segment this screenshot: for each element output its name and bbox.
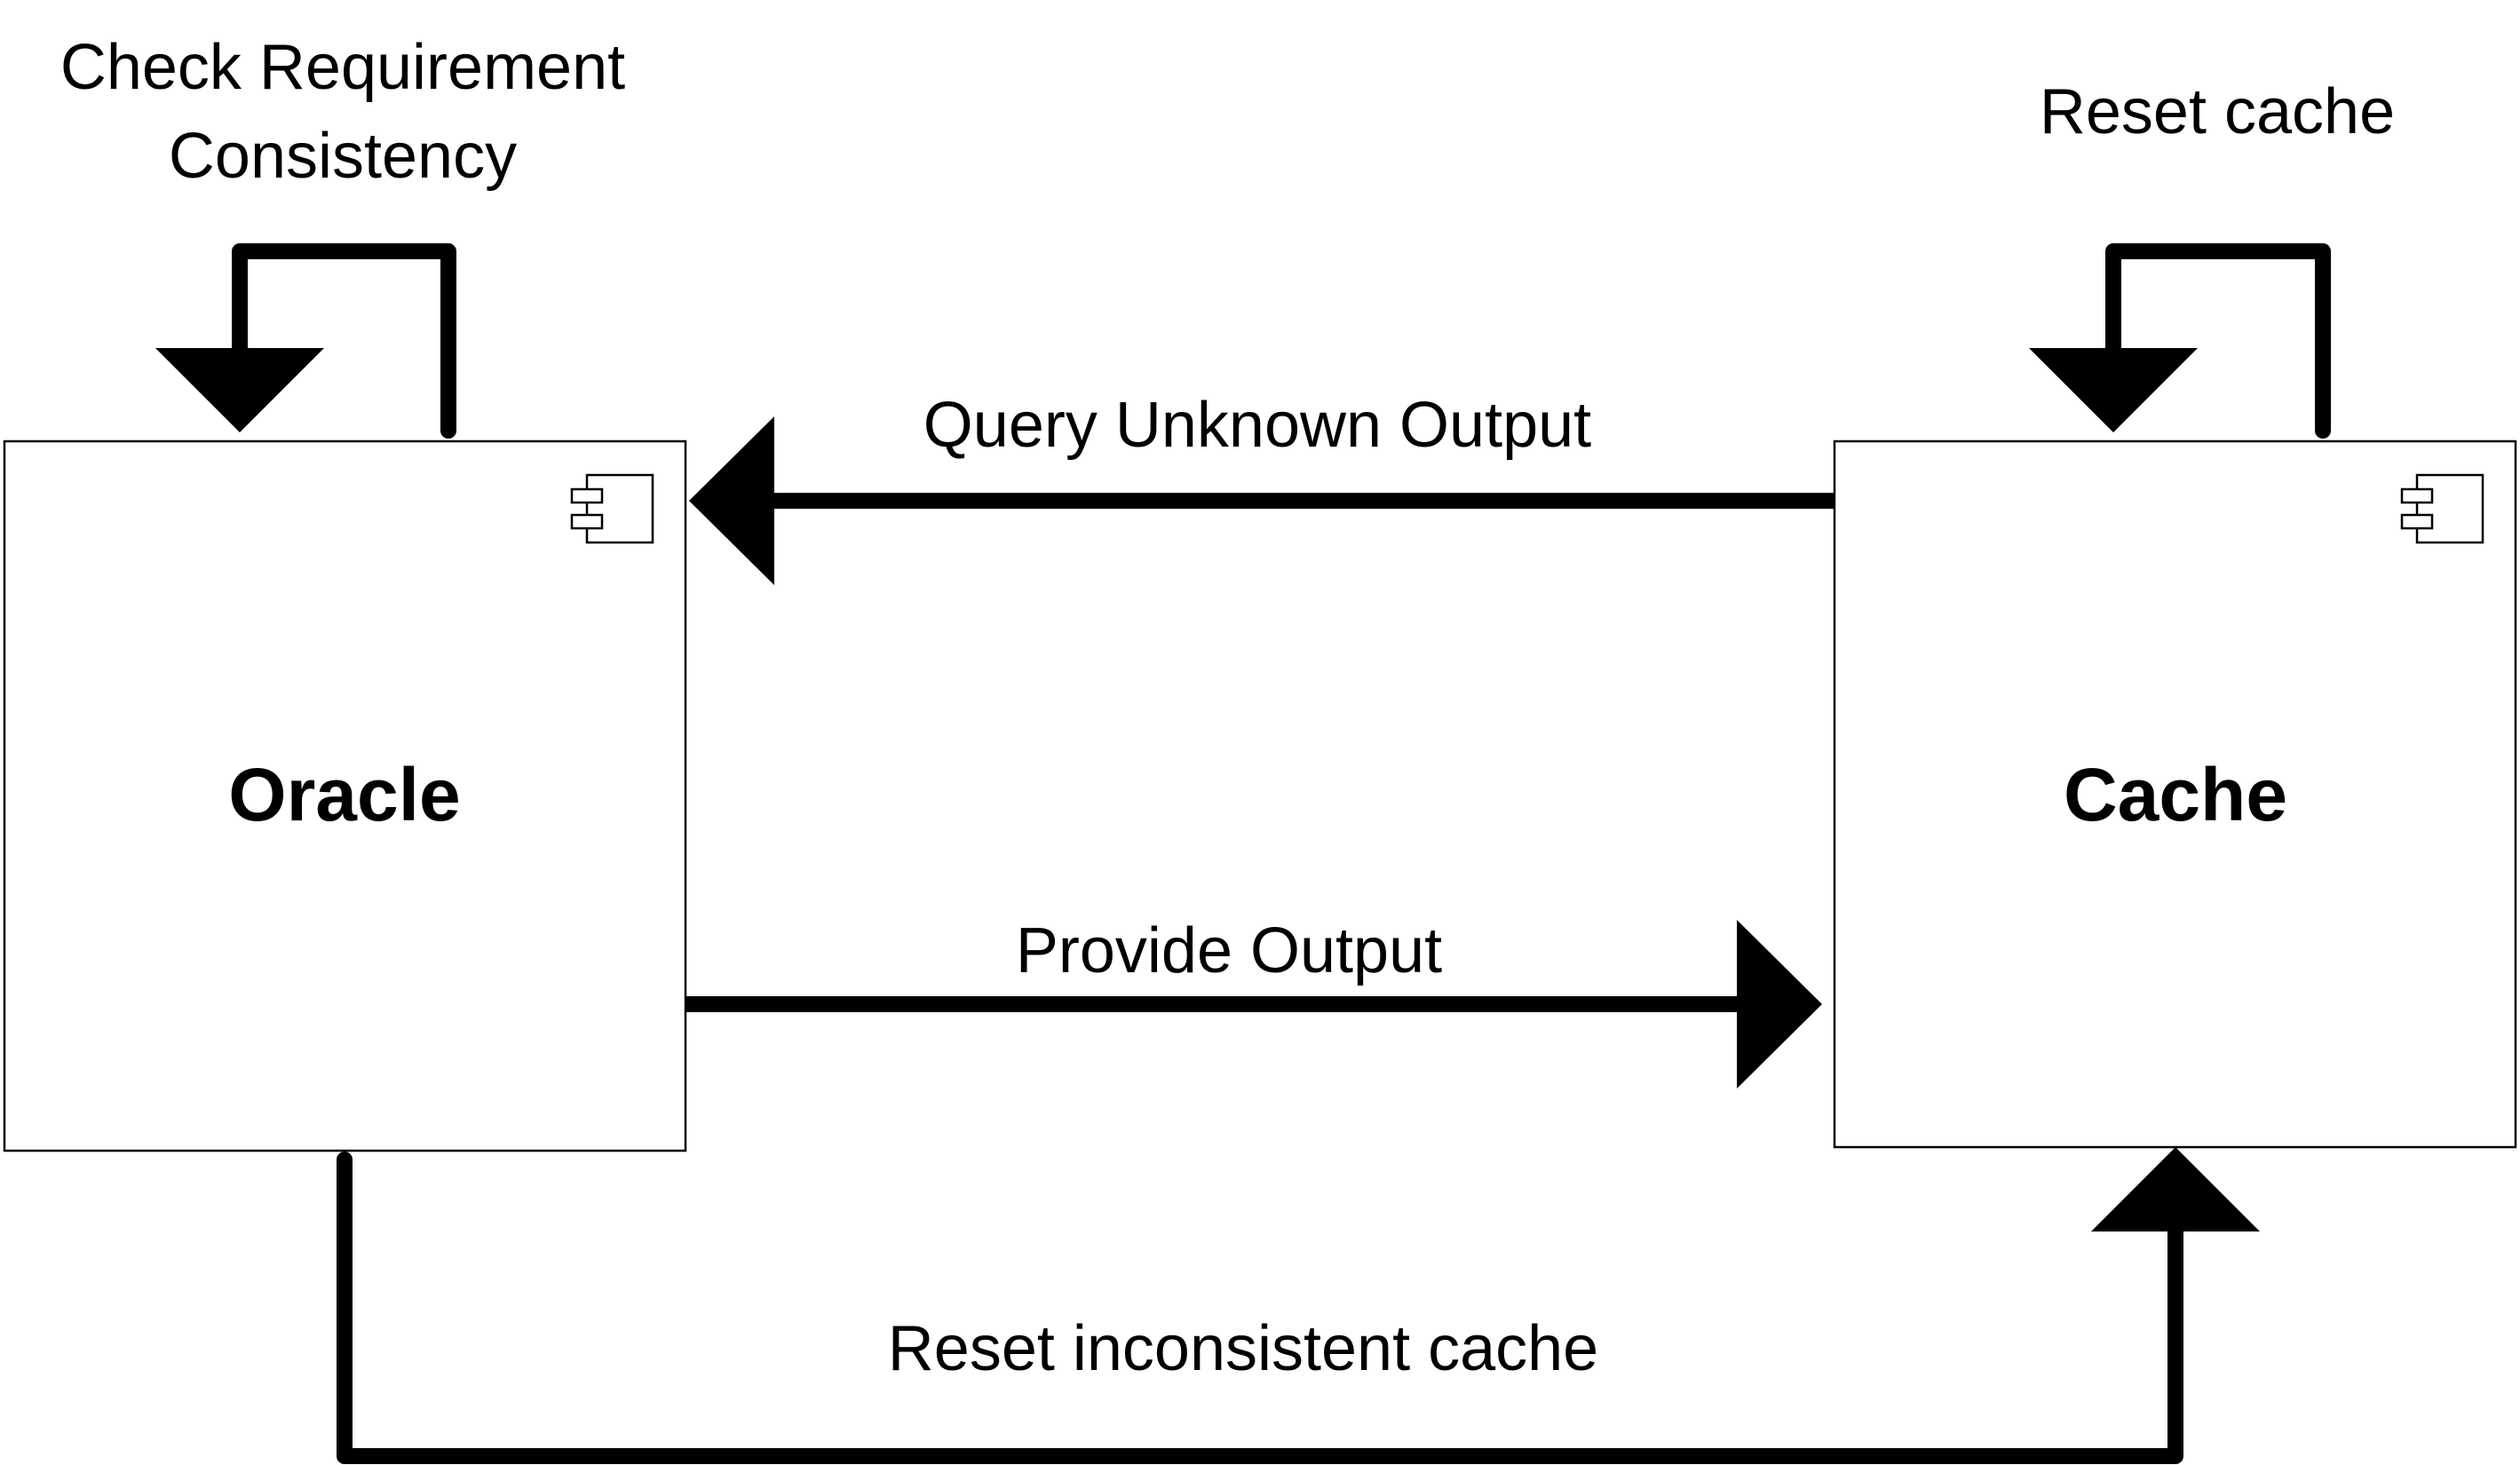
reset-cache-line xyxy=(2105,243,2331,439)
oracle-label: Oracle xyxy=(228,753,461,836)
query-unknown-output-arrowhead xyxy=(689,416,774,585)
reset-cache-arrowhead xyxy=(2029,348,2198,432)
check-requirement-line xyxy=(232,243,456,439)
oracle-component-icon xyxy=(570,473,654,544)
cache-box xyxy=(1833,440,2517,1149)
query-unknown-output-edge: Query Unknown Output xyxy=(689,390,1835,585)
reset-inconsistent-cache-arrowhead xyxy=(2091,1147,2260,1231)
cache-component-icon xyxy=(2400,473,2484,544)
oracle-box xyxy=(3,440,687,1152)
query-unknown-output-label: Query Unknown Output xyxy=(923,390,1591,461)
oracle-component: Oracle xyxy=(3,440,687,1152)
reset-inconsistent-cache-line xyxy=(337,1152,2183,1464)
cache-label: Cache xyxy=(2064,753,2287,836)
check-requirement-label-line1: Check Requirement xyxy=(60,32,625,103)
reset-cache-loop: Reset cache xyxy=(2029,76,2395,439)
cache-component: Cache xyxy=(1833,440,2517,1149)
check-requirement-label-line2: Consistency xyxy=(169,121,517,192)
reset-inconsistent-cache-label: Reset inconsistent cache xyxy=(888,1313,1598,1384)
check-requirement-arrowhead xyxy=(155,348,324,432)
reset-cache-label: Reset cache xyxy=(2040,76,2395,147)
provide-output-label: Provide Output xyxy=(1016,915,1442,986)
provide-output-edge: Provide Output xyxy=(685,915,1822,1089)
reset-inconsistent-cache-edge: Reset inconsistent cache xyxy=(337,1147,2260,1464)
provide-output-arrowhead xyxy=(1737,920,1822,1089)
check-requirement-loop: Check Requirement Consistency xyxy=(60,32,625,439)
